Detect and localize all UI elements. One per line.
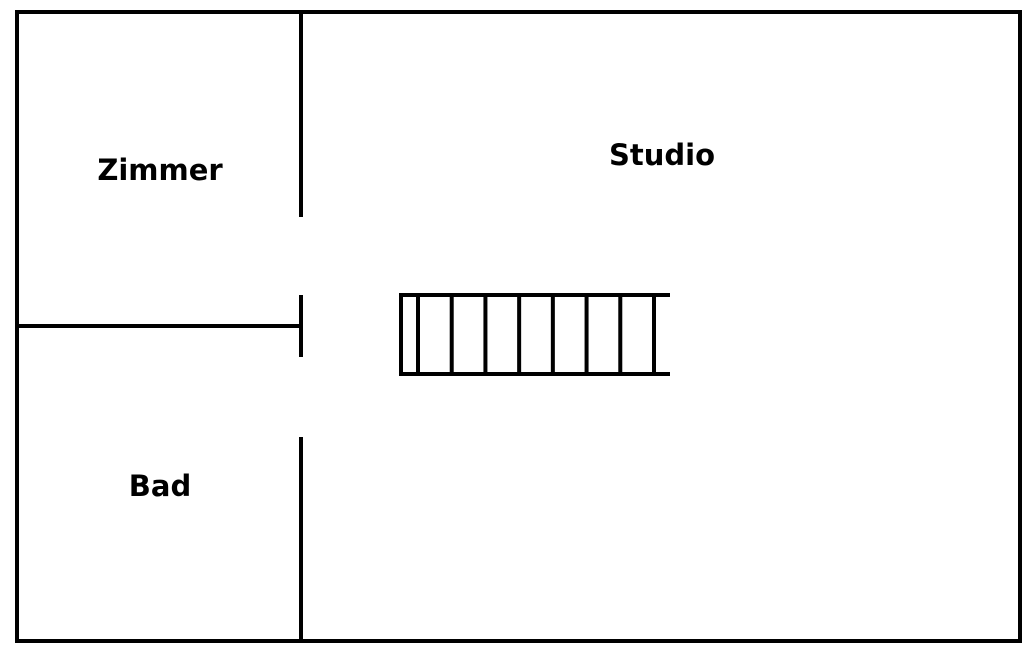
room-label-zimmer: Zimmer — [97, 153, 223, 187]
staircase — [399, 293, 670, 376]
room-label-bad: Bad — [129, 469, 191, 503]
room-label-studio: Studio — [609, 138, 715, 172]
walls — [15, 10, 1022, 643]
